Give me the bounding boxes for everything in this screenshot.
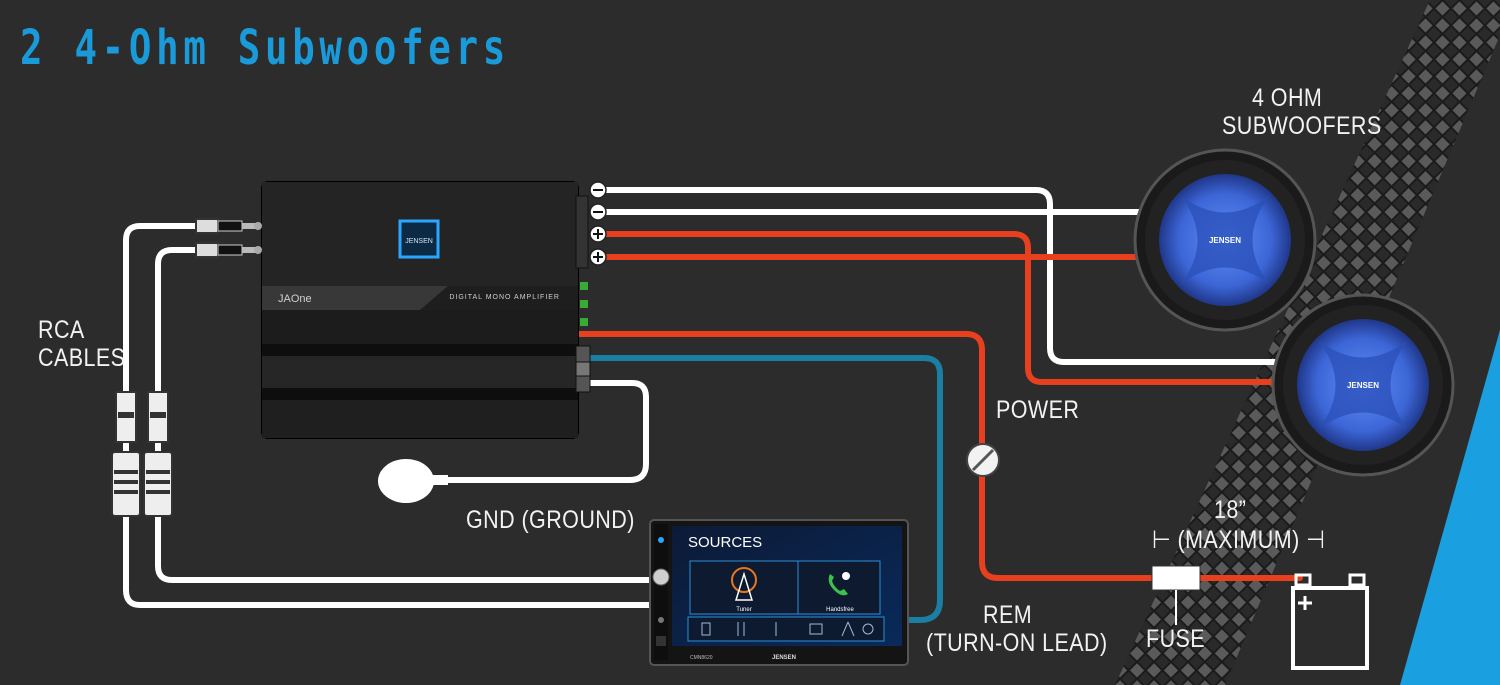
power-wire-grommet [966, 443, 1000, 477]
rca-plugs-amp [195, 218, 256, 258]
speaker-wire-pos-1 [602, 231, 1293, 385]
speaker-wire-neg-1 [602, 187, 1293, 365]
rca-label-line2: CABLES [38, 344, 126, 372]
polarity-markers [589, 181, 607, 266]
head-unit-brand: JENSEN [772, 655, 796, 661]
blue-accent-stripe [1400, 330, 1500, 685]
head-unit-menu-icons [701, 621, 874, 637]
fuse-label: FUSE [1146, 625, 1206, 653]
power-label: POWER [996, 396, 1080, 424]
subwoofer-2-brand: JENSEN [1347, 381, 1379, 390]
fuse-holder [1151, 565, 1201, 625]
tile-handsfree-label: Handsfree [826, 607, 854, 613]
rem-label-line2: (TURN-ON LEAD) [926, 629, 1108, 657]
page-title: 2 4-Ohm Subwoofers [20, 20, 510, 76]
rca-connectors-inline [111, 391, 173, 517]
amplifier: JENSEN JAOne DIGITAL MONO AMPLIFIER [254, 181, 591, 439]
ground-terminal [378, 459, 448, 503]
rem-label-line1: REM [983, 601, 1033, 629]
remote-wire [587, 355, 943, 623]
amp-description-text: DIGITAL MONO AMPLIFIER [449, 294, 560, 301]
rca-label-line1: RCA [38, 316, 85, 344]
head-unit-model: CMN8620 [690, 655, 713, 661]
tile-tuner-label: Tuner [736, 607, 751, 613]
gnd-label: GND (GROUND) [466, 506, 635, 534]
ground-wire [437, 380, 649, 483]
battery [1291, 573, 1369, 670]
tuner-icon [731, 567, 757, 601]
subwoofers-label-line2: SUBWOOFERS [1222, 112, 1382, 140]
subwoofer-1: JENSEN [1133, 148, 1317, 332]
subwoofer-2: JENSEN [1271, 293, 1455, 477]
head-unit: SOURCES Tuner Handsfree [649, 519, 909, 666]
subwoofer-1-brand: JENSEN [1209, 236, 1241, 245]
amp-brand-logo: JENSEN [405, 238, 433, 245]
handsfree-icon [828, 572, 850, 596]
maximum-label: ⊢ (MAXIMUM) ⊣ [1152, 526, 1326, 554]
distance-label: 18” [1214, 496, 1247, 524]
head-unit-screen-title: SOURCES [688, 534, 762, 551]
amp-model-text: JAOne [278, 293, 312, 305]
subwoofers-label-line1: 4 OHM [1252, 84, 1323, 112]
